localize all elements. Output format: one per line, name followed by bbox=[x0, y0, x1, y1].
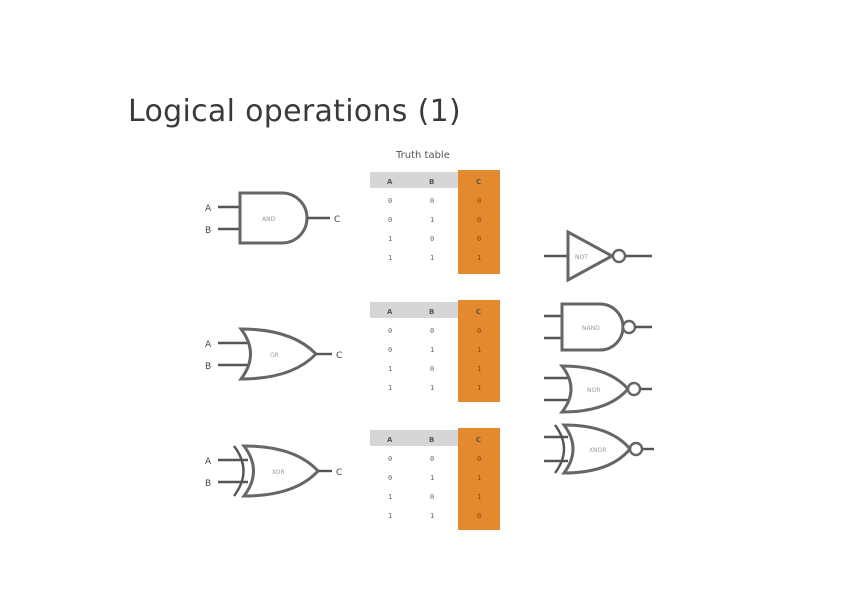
truth-table-cell: 1 bbox=[430, 254, 434, 262]
and-gate-label: AND bbox=[262, 216, 276, 223]
truth-table-cell: 0 bbox=[477, 235, 481, 243]
xor-gate-shape bbox=[240, 444, 321, 498]
truth-table-header-c: C bbox=[476, 436, 481, 444]
truth-table-header-a: A bbox=[387, 178, 393, 186]
and-input-a-label: A bbox=[205, 204, 212, 214]
truth-table-cell: 1 bbox=[477, 365, 481, 373]
and-input-b-label: B bbox=[205, 226, 211, 236]
truth-table-header-b: B bbox=[429, 308, 434, 316]
truth-table-cell: 1 bbox=[388, 365, 392, 373]
truth-table-header-a: A bbox=[387, 308, 393, 316]
nor-gate-shape bbox=[558, 364, 630, 414]
nand-bubble bbox=[621, 319, 637, 335]
truth-table-cell: 1 bbox=[477, 384, 481, 392]
truth-table-cell: 1 bbox=[430, 216, 434, 224]
xor-gate-label: XOR bbox=[272, 469, 285, 476]
xnor-extra-curve bbox=[554, 424, 566, 474]
truth-table-cell: 0 bbox=[477, 216, 481, 224]
and-gate-shape bbox=[238, 191, 309, 245]
xor-extra-curve bbox=[233, 445, 245, 497]
truth-table-cell: 0 bbox=[388, 346, 392, 354]
nor-gate-diagram: NOR bbox=[544, 364, 652, 414]
truth-table-cell: 0 bbox=[477, 327, 481, 335]
truth-table-header-c: C bbox=[476, 178, 481, 186]
truth-table-cell: 0 bbox=[430, 365, 434, 373]
xor-gate-diagram: A B C XOR bbox=[205, 444, 342, 498]
nand-gate-label: NAND bbox=[582, 325, 600, 332]
or-output-label: C bbox=[336, 351, 342, 361]
xor-output-label: C bbox=[336, 468, 342, 478]
truth-table-xor: A B C 0 0 0 0 1 1 1 0 1 1 1 0 bbox=[370, 428, 500, 530]
not-bubble bbox=[611, 248, 627, 264]
xor-input-a-label: A bbox=[205, 457, 212, 467]
truth-table-cell: 0 bbox=[430, 493, 434, 501]
truth-table-cell: 0 bbox=[477, 197, 481, 205]
or-gate-label: OR bbox=[270, 352, 279, 359]
truth-table-cell: 0 bbox=[430, 235, 434, 243]
not-gate-diagram: NOT bbox=[544, 229, 652, 283]
truth-table-header-c: C bbox=[476, 308, 481, 316]
truth-table-header-b: B bbox=[429, 178, 434, 186]
truth-table-cell: 0 bbox=[430, 197, 434, 205]
truth-table-cell: 0 bbox=[477, 512, 481, 520]
truth-table-header-b: B bbox=[429, 436, 434, 444]
truth-table-cell: 0 bbox=[388, 455, 392, 463]
nand-gate-diagram: NAND bbox=[544, 302, 652, 352]
or-input-b-label: B bbox=[205, 362, 211, 372]
or-input-a-label: A bbox=[205, 340, 212, 350]
truth-table-cell: 0 bbox=[388, 474, 392, 482]
truth-table-cell: 0 bbox=[388, 197, 392, 205]
xnor-gate-shape bbox=[561, 423, 632, 475]
truth-table-or: A B C 0 0 0 0 1 1 1 0 1 1 1 1 bbox=[370, 300, 500, 402]
xnor-gate-label: XNOR bbox=[589, 447, 607, 454]
truth-table-cell: 0 bbox=[430, 327, 434, 335]
and-output-label: C bbox=[334, 215, 340, 225]
truth-table-cell: 1 bbox=[430, 346, 434, 354]
truth-table-cell: 1 bbox=[430, 384, 434, 392]
truth-table-cell: 1 bbox=[477, 493, 481, 501]
truth-table-cell: 0 bbox=[388, 327, 392, 335]
nor-bubble bbox=[626, 381, 642, 397]
and-gate-diagram: A B C AND bbox=[205, 191, 340, 245]
truth-table-header bbox=[370, 430, 458, 446]
xnor-gate-diagram: XNOR bbox=[544, 423, 654, 475]
truth-table-cell: 1 bbox=[477, 474, 481, 482]
or-gate-diagram: A B C OR bbox=[205, 327, 342, 381]
truth-table-caption: Truth table bbox=[396, 150, 450, 161]
truth-table-cell: 1 bbox=[430, 474, 434, 482]
truth-table-cell: 0 bbox=[388, 216, 392, 224]
truth-table-cell: 1 bbox=[430, 512, 434, 520]
truth-table-cell: 0 bbox=[477, 455, 481, 463]
xor-input-b-label: B bbox=[205, 479, 211, 489]
truth-table-cell: 1 bbox=[477, 254, 481, 262]
not-gate-shape bbox=[566, 229, 616, 283]
or-gate-shape bbox=[237, 327, 319, 381]
not-gate-label: NOT bbox=[575, 254, 588, 261]
truth-table-output-column bbox=[458, 300, 500, 402]
truth-table-cell: 1 bbox=[388, 512, 392, 520]
truth-table-output-column bbox=[458, 428, 500, 530]
truth-table-and: A B C 0 0 0 0 1 0 1 0 0 1 1 1 bbox=[370, 170, 500, 274]
truth-table-cell: 1 bbox=[477, 346, 481, 354]
slide-title: Logical operations (1) bbox=[128, 94, 461, 129]
nor-gate-label: NOR bbox=[587, 387, 600, 394]
truth-table-cell: 1 bbox=[388, 384, 392, 392]
truth-table-output-column bbox=[458, 170, 500, 274]
truth-table-cell: 1 bbox=[388, 493, 392, 501]
truth-table-header-a: A bbox=[387, 436, 393, 444]
truth-table-cell: 1 bbox=[388, 254, 392, 262]
truth-table-header bbox=[370, 302, 458, 318]
truth-table-cell: 0 bbox=[430, 455, 434, 463]
xnor-bubble bbox=[628, 441, 644, 457]
truth-table-header bbox=[370, 172, 458, 188]
truth-table-cell: 1 bbox=[388, 235, 392, 243]
